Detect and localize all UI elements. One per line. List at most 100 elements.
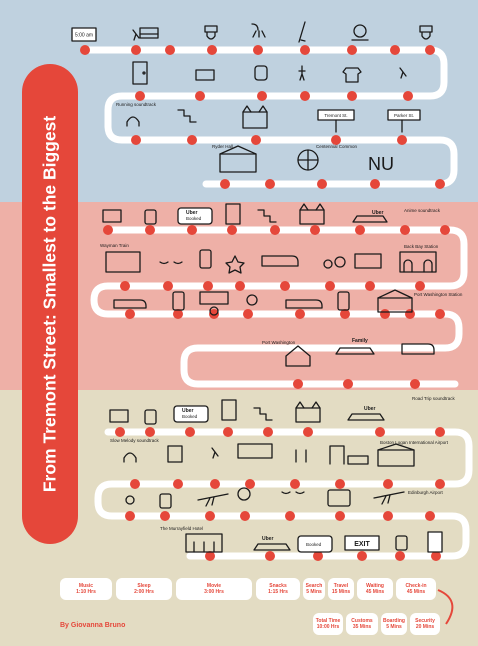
laptop-icon-2: [109, 409, 129, 423]
legend-snacks: Snacks 1:15 Hrs: [256, 578, 300, 600]
port-washington-label: Port Washington: [262, 340, 296, 345]
running-soundtrack-label: Running soundtrack: [116, 102, 157, 107]
legend-value: 2:00 Hrs: [134, 589, 154, 595]
legend-name: Total Time: [315, 618, 341, 624]
uber-car-icon-2: [173, 405, 209, 423]
exit-label: EXIT: [354, 541, 370, 548]
uber-label: Uber: [186, 210, 197, 216]
murrayfield-hotel-icon: [185, 533, 223, 553]
suitcase-icon-2: [144, 409, 157, 425]
dot: [173, 309, 183, 319]
family-icon: [295, 449, 307, 463]
train-icon-3: [285, 299, 323, 309]
legend-name: Boarding: [383, 618, 405, 624]
dot: [380, 309, 390, 319]
dot: [317, 179, 327, 189]
dot: [431, 551, 441, 561]
ryder-hall-icon: [219, 145, 257, 173]
family-car-icon: [335, 347, 375, 355]
legend-customs: Customs 35 Mins: [346, 613, 378, 635]
phone-icon-2: [172, 291, 185, 311]
dot: [331, 135, 341, 145]
door-icon-3: [221, 399, 237, 421]
dot: [131, 45, 141, 55]
legend-name: Search: [305, 583, 323, 589]
dot: [103, 225, 113, 235]
airplane-icon-2: [373, 491, 405, 505]
dot: [403, 91, 413, 101]
labels: 5:00 am Running soundtrack Tremont St. P…: [75, 33, 463, 549]
legend-name: Waiting: [366, 583, 384, 589]
page-title: From Tremont Street: Smallest to the Big…: [39, 115, 60, 493]
dot: [209, 309, 219, 319]
back-bay-station-icon: [399, 251, 437, 273]
port-washington-station-icon: [377, 289, 413, 313]
dot: [310, 225, 320, 235]
legend-value: 1:15 Hrs: [268, 589, 288, 595]
dot: [400, 225, 410, 235]
title-pill: [22, 64, 78, 544]
smiley-icon: [353, 24, 367, 38]
dot: [390, 45, 400, 55]
legend-name: Music: [78, 583, 94, 589]
legend-name: Travel: [333, 583, 349, 589]
suitcase-icon: [144, 209, 157, 225]
dot: [115, 427, 125, 437]
legend-name: Check-in: [405, 583, 427, 589]
slow-melody-soundtrack-label: Slow Melody soundtrack: [110, 438, 160, 443]
dot: [425, 45, 435, 55]
ryder-hall-label: Ryder Hall: [212, 144, 233, 149]
parker-sign-icon: [387, 109, 421, 121]
smiley-icon-2: [237, 487, 251, 501]
legend-name: Security: [415, 618, 435, 624]
dot: [131, 135, 141, 145]
star-icon: [225, 255, 245, 274]
dot: [435, 179, 445, 189]
dot: [223, 427, 233, 437]
legend-value: 5 Mins: [306, 589, 322, 595]
dot: [300, 91, 310, 101]
house-icon: [285, 345, 311, 367]
stairs-icon-2: [257, 209, 277, 223]
legend-total-time: Total Time 10:00 Hrs: [313, 613, 343, 635]
dot: [185, 427, 195, 437]
walking-person-icon: [132, 29, 140, 41]
legend-value: 5 Mins: [386, 624, 402, 630]
dot: [220, 179, 230, 189]
legend-name: Sleep: [137, 583, 151, 589]
dot: [355, 225, 365, 235]
security-scanner-icon: [329, 445, 345, 465]
legend-value: 3:00 Hrs: [204, 589, 224, 595]
dot: [280, 281, 290, 291]
checkpoint-dots: [80, 45, 450, 561]
booked-label-2: Booked: [182, 414, 198, 419]
wayman-train-label: Wayman Train: [100, 243, 129, 248]
dot: [335, 511, 345, 521]
legend-value: 45 Mins: [365, 589, 385, 595]
dot: [257, 91, 267, 101]
dot: [210, 479, 220, 489]
dot: [265, 179, 275, 189]
dot: [240, 511, 250, 521]
person-icon-4: [125, 495, 135, 505]
dot: [290, 479, 300, 489]
train-icon-2: [113, 299, 147, 309]
centennial-common-label: Centennial Common: [316, 144, 358, 149]
uber-label-3: Uber: [182, 408, 193, 414]
train-icon: [261, 255, 299, 267]
dot: [130, 479, 140, 489]
laptop-icon: [102, 209, 122, 223]
dot: [343, 379, 353, 389]
boston-logan-label: Boston Logan International Airport: [380, 440, 449, 445]
shower-icon: [251, 23, 266, 38]
luggage-conveyor-icon: [347, 455, 369, 465]
departures-board-icon: [237, 443, 273, 459]
toothbrush-icon: [298, 21, 306, 43]
legend-value: 45 Mins: [406, 589, 426, 595]
clock-icon: [71, 27, 97, 42]
legend-value: 35 Mins: [352, 624, 372, 630]
legend-value: 20 Mins: [415, 624, 435, 630]
legend-music: Music 1:10 Hrs: [60, 578, 112, 600]
phone-icon-3: [337, 291, 350, 311]
